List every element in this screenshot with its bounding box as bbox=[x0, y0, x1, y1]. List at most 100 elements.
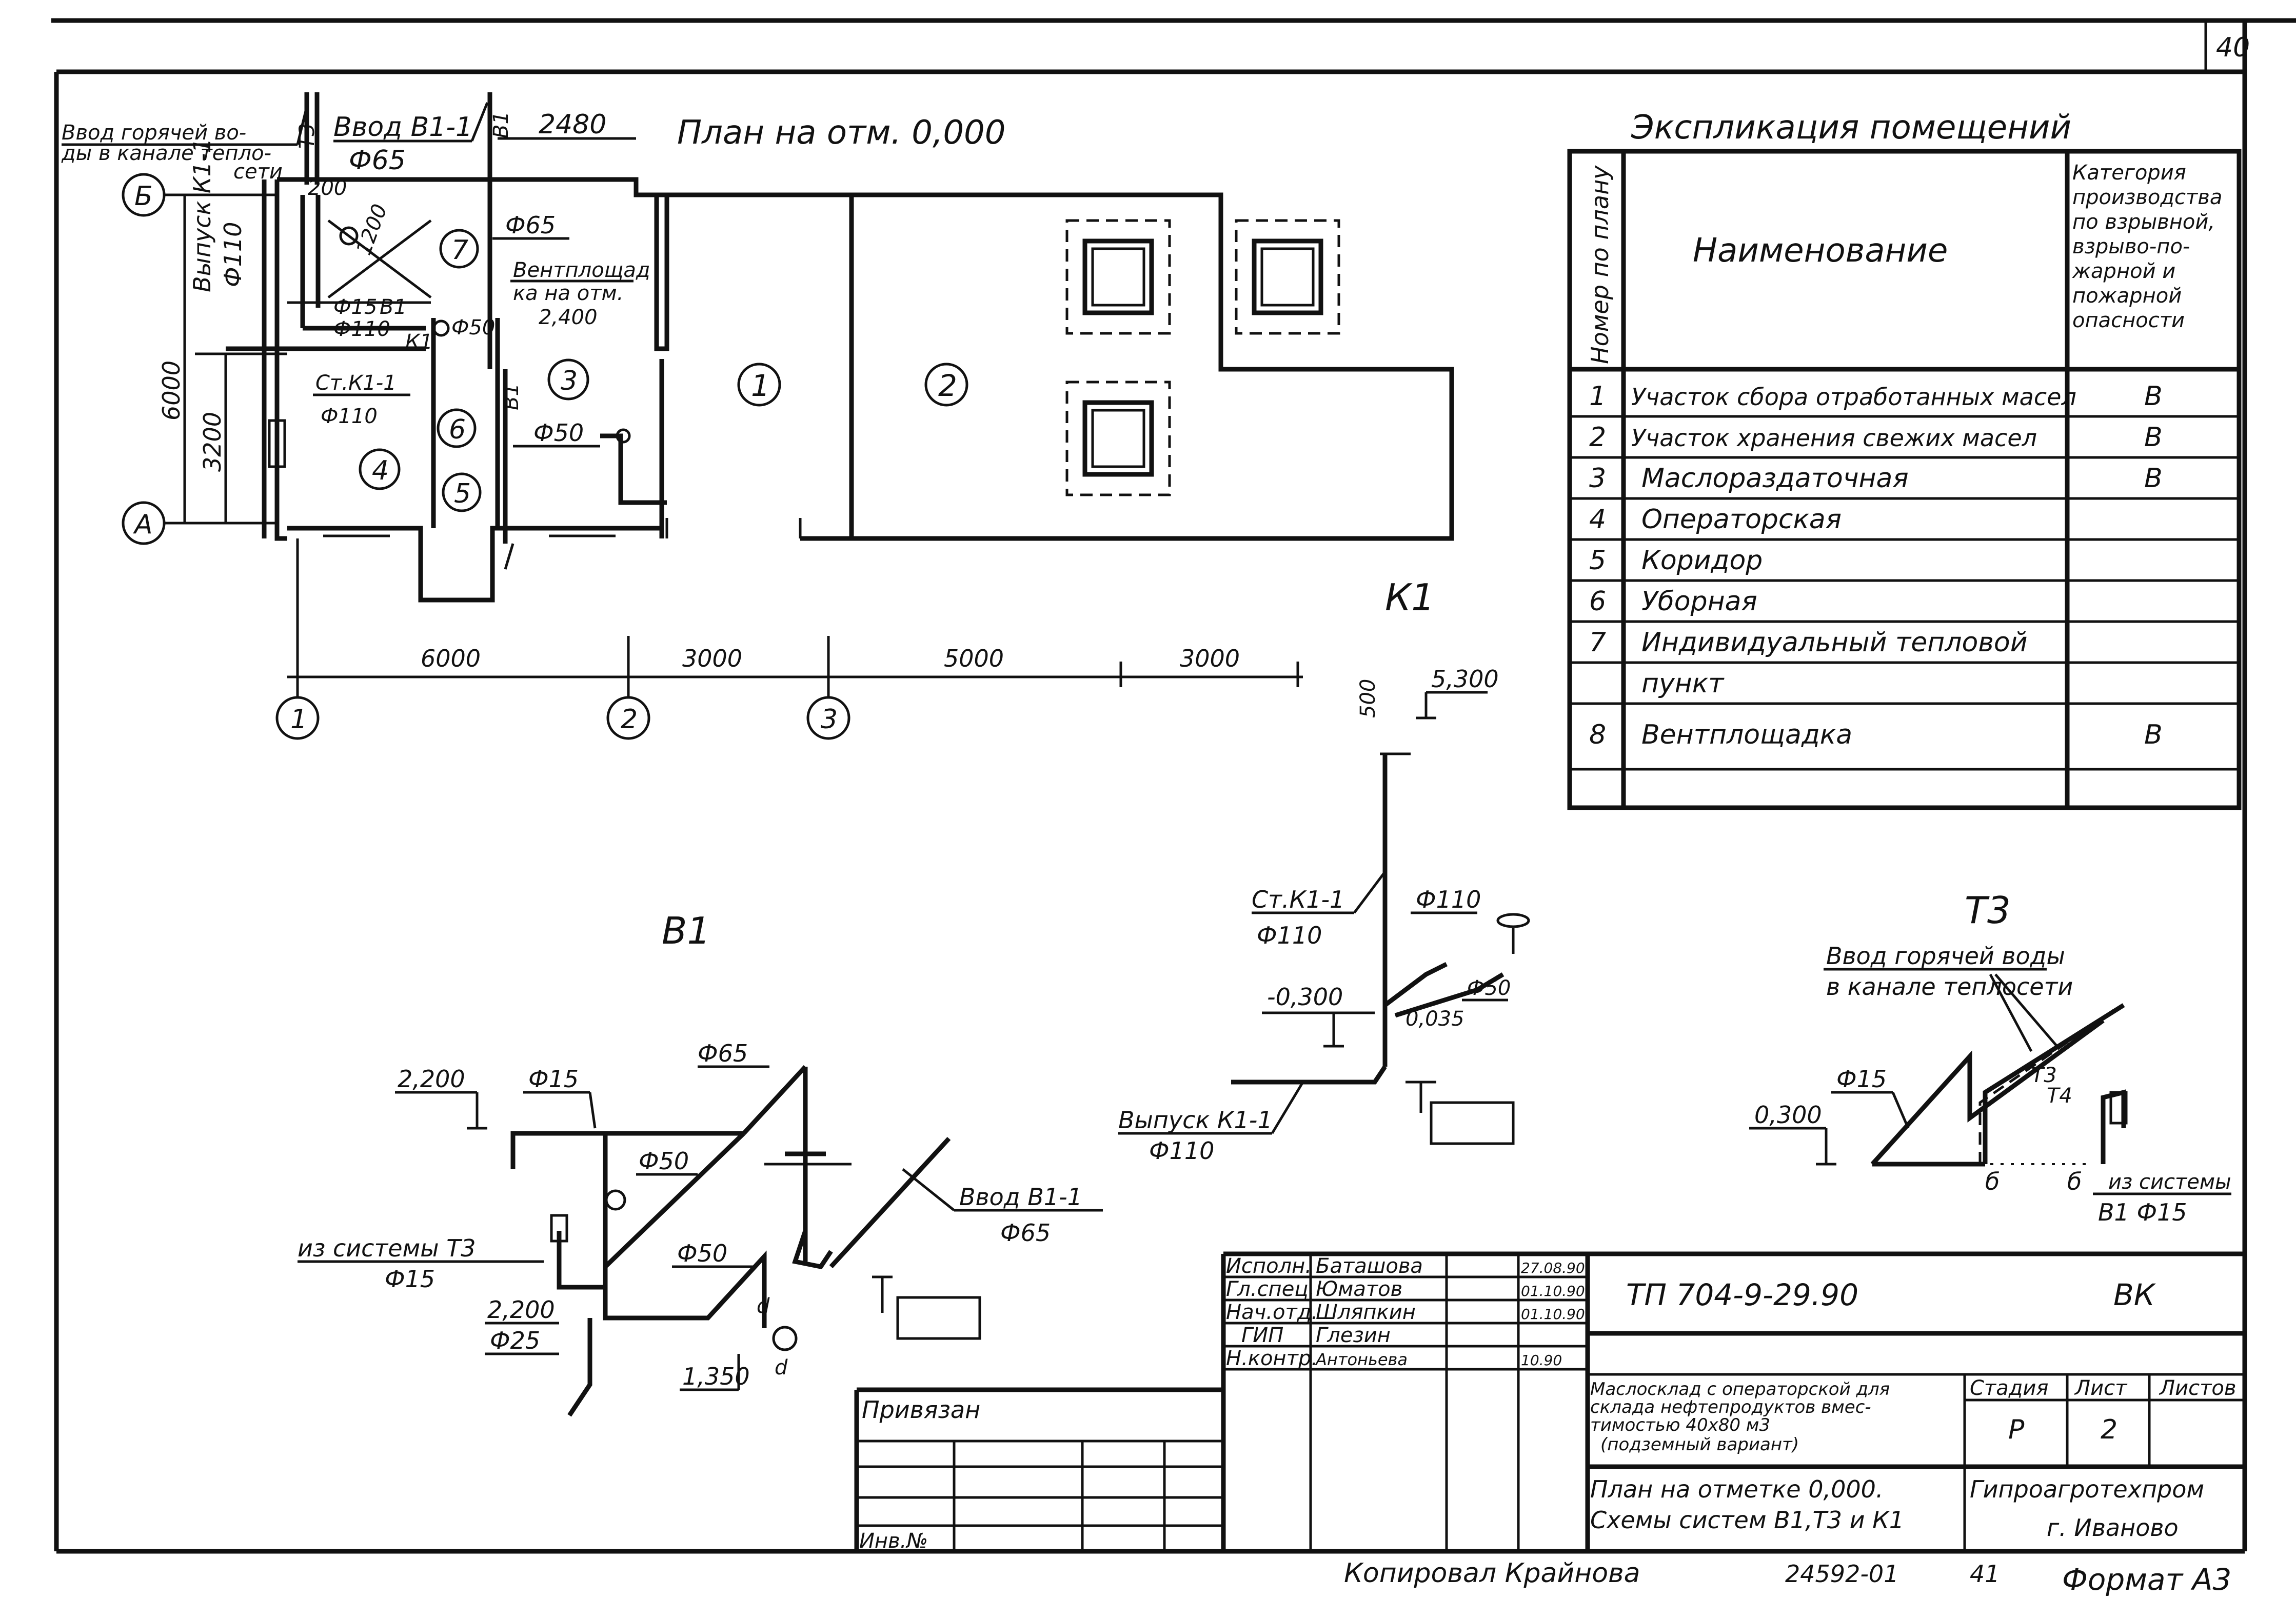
dim-bottom-4: 3000 bbox=[1180, 645, 1240, 672]
k1-title: К1 bbox=[1385, 576, 1435, 619]
sign-role-4: ГИП bbox=[1241, 1324, 1283, 1347]
row-4-num: 4 bbox=[1589, 504, 1606, 535]
row-6-name: Уборная bbox=[1641, 586, 1757, 617]
sheet-footer: Копировал Крайнова 24592-01 41 Формат А3 bbox=[1344, 1558, 2231, 1597]
sign-row: Исполн. Баташова 27.08.90 bbox=[1226, 1254, 1585, 1278]
row-2-category: В bbox=[2144, 422, 2163, 453]
scheme-t3: Т3 Ввод горячей воды в канале теплосети … bbox=[1749, 889, 2231, 1226]
sign-row: ГИП Глезин bbox=[1241, 1324, 1391, 1347]
table-row: 5 Коридор bbox=[1589, 545, 1763, 576]
hot-water-inlet-line-3: сети bbox=[233, 160, 283, 184]
project-code: ТП 704-9-29.90 bbox=[1626, 1277, 1858, 1312]
organization-name: Гипроагротехпром bbox=[1970, 1475, 2204, 1503]
dim-bottom-1: 6000 bbox=[421, 645, 481, 672]
dim-3200-vertical: 3200 bbox=[199, 412, 226, 472]
room-markers: 1 2 3 4 5 6 7 bbox=[359, 229, 968, 512]
sheets-label: Листов bbox=[2159, 1376, 2236, 1400]
room-4-number: 4 bbox=[372, 455, 389, 486]
organization-city: г. Иваново bbox=[2047, 1514, 2179, 1542]
row-8-category: В bbox=[2144, 719, 2163, 750]
footer-code: 24592-01 bbox=[1785, 1560, 1898, 1588]
axis-a-label: А bbox=[133, 509, 153, 540]
inlet-b1-diameter: Ф65 bbox=[349, 145, 406, 176]
k1-branch-diameter: Ф110 bbox=[1416, 886, 1481, 913]
b1-elev-2200-bot: 2,200 bbox=[487, 1296, 555, 1324]
t3-label-t3: Т3 bbox=[2031, 1064, 2057, 1087]
plan-pipe-f50-a: Ф50 bbox=[451, 316, 495, 339]
plan-bottom-dimensions: 6000 3000 5000 3000 bbox=[287, 645, 1303, 687]
explication-title: Экспликация помещений bbox=[1631, 109, 2071, 147]
sign-role-1: Исполн. bbox=[1226, 1254, 1312, 1278]
title-block: Привязан Инв.№ Исполн. Баташова 27.08.90… bbox=[854, 1251, 2245, 1553]
sign-name-4: Глезин bbox=[1316, 1324, 1391, 1347]
vent-line-3: 2,400 bbox=[539, 306, 598, 329]
sign-date-2: 01.10.90 bbox=[1521, 1283, 1585, 1300]
b1-elev-2200-top: 2,200 bbox=[398, 1065, 465, 1093]
k1-riser-label: Ст.К1-1 bbox=[1252, 886, 1344, 913]
dim-2480: 2480 bbox=[539, 109, 606, 140]
plan-pipe-annotations: Выпуск К1-1 Ф110 Ст.К1-1 Ф110 Ф65 Вентпл… bbox=[188, 138, 667, 570]
t3-elev-300: 0,300 bbox=[1754, 1101, 1822, 1129]
table-row: 2 Участок хранения свежих масел В bbox=[1589, 422, 2163, 453]
row-7-name: Индивидуальный тепловой bbox=[1641, 627, 2028, 658]
t3-mark-b-left: б bbox=[1985, 1168, 2000, 1195]
table-row: 7 Индивидуальный тепловой bbox=[1589, 627, 2028, 658]
description-line-1: Маслосклад с операторской для bbox=[1590, 1379, 1890, 1400]
k1-riser-diameter: Ф110 bbox=[1257, 922, 1322, 949]
row-8-name: Вентплощадка bbox=[1641, 719, 1852, 750]
k1-outlet-label: Выпуск К1-1 bbox=[1118, 1106, 1273, 1134]
sheet-label: Лист bbox=[2074, 1376, 2128, 1400]
plan-small-1200: 1200 bbox=[352, 201, 392, 258]
b1-mark-d-top: d bbox=[757, 1294, 770, 1318]
k1-dim-500: 500 bbox=[1356, 679, 1380, 718]
sign-role-3: Нач.отд. bbox=[1226, 1301, 1318, 1324]
header-category-6: пожарной bbox=[2072, 284, 2182, 308]
row-2-num: 2 bbox=[1589, 422, 1606, 453]
plan-small-f110: Ф110 bbox=[333, 317, 390, 341]
b1-inlet-diameter: Ф65 bbox=[1000, 1219, 1051, 1247]
row-3-category: В bbox=[2144, 463, 2163, 494]
plan-pipe-b1-small: В1 bbox=[380, 295, 407, 319]
scheme-b1: В1 2,200 Ф15 Ф65 Ф50 Ф50 из системы Т3 Ф… bbox=[298, 909, 1103, 1417]
plan-small-200: 200 bbox=[308, 176, 347, 200]
sign-name-5: Антоньева bbox=[1315, 1350, 1408, 1369]
riser-diameter: Ф110 bbox=[321, 405, 378, 428]
room-3-number: 3 bbox=[561, 366, 578, 396]
k1-elev-neg-300: -0,300 bbox=[1267, 983, 1343, 1011]
inv-label: Инв.№ bbox=[859, 1529, 928, 1553]
row-3-name: Маслораздаточная bbox=[1641, 463, 1909, 494]
b1-from-t3: из системы Т3 bbox=[298, 1234, 476, 1262]
plan-pipe-f50-b: Ф50 bbox=[533, 419, 584, 447]
sign-date-1: 27.08.90 bbox=[1521, 1260, 1585, 1276]
b1-pipe-f50-a: Ф50 bbox=[639, 1147, 689, 1175]
drawing-mark: ВК bbox=[2113, 1277, 2156, 1312]
plan-title: План на отм. 0,000 bbox=[677, 114, 1005, 152]
riser-label: Ст.К1-1 bbox=[315, 371, 397, 395]
t3-from-system: из системы bbox=[2108, 1170, 2231, 1194]
footer-sheet: 41 bbox=[1970, 1560, 2000, 1588]
b1-inlet-label: Ввод В1-1 bbox=[959, 1183, 1082, 1211]
dim-bottom-3: 5000 bbox=[944, 645, 1004, 672]
sign-name-3: Шляпкин bbox=[1316, 1301, 1416, 1324]
scheme-k1: К1 5,300 500 Ст.К1-1 Ф110 Ф110 Ф50 0,035… bbox=[1118, 576, 1530, 1165]
row-5-name: Коридор bbox=[1641, 545, 1763, 576]
sign-role-2: Гл.спец. bbox=[1226, 1277, 1315, 1301]
outlet-k1-label: Выпуск К1-1 bbox=[188, 138, 216, 292]
b1-pipe-f50-b: Ф50 bbox=[677, 1240, 727, 1267]
sign-role-5: Н.контр. bbox=[1226, 1347, 1318, 1370]
equipment-pits bbox=[1065, 219, 1340, 496]
header-category-4: взрыво-по- bbox=[2072, 235, 2190, 258]
description-line-2: склада нефтепродуктов вмес- bbox=[1590, 1397, 1871, 1417]
t3-title: Т3 bbox=[1965, 889, 2011, 932]
plan-walls bbox=[262, 177, 1454, 603]
row-1-num: 1 bbox=[1589, 381, 1606, 412]
tied-label: Привязан bbox=[862, 1396, 980, 1424]
table-row: 3 Маслораздаточная В bbox=[1589, 463, 2163, 494]
k1-outlet-diameter: Ф110 bbox=[1149, 1137, 1214, 1165]
row-1-name: Участок сбора отработанных масел bbox=[1631, 383, 2076, 411]
row-7b-name: пункт bbox=[1641, 668, 1725, 699]
sheet-value: 2 bbox=[2101, 1414, 2117, 1445]
plan-pipe-f15: Ф15 bbox=[333, 295, 377, 319]
k1-branch-f50: Ф50 bbox=[1467, 976, 1511, 1000]
